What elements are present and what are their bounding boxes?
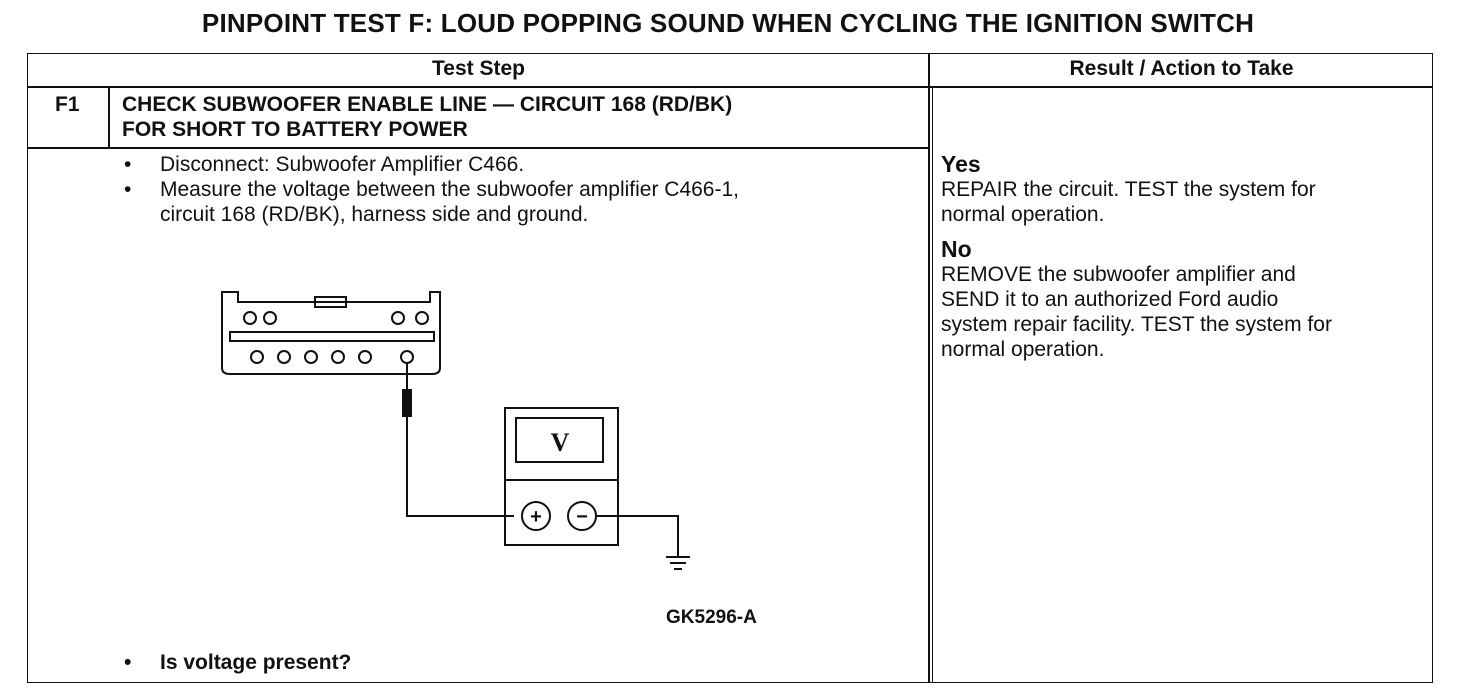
minus-icon: −	[576, 506, 588, 528]
bullet-icon: •	[124, 178, 132, 201]
question-text: Is voltage present?	[160, 651, 352, 674]
column-divider-inner	[932, 88, 933, 683]
header-result-action: Result / Action to Take	[1069, 57, 1294, 80]
result-yes-line: normal operation.	[941, 203, 1105, 226]
instruction-line: Disconnect: Subwoofer Amplifier C466.	[160, 153, 525, 176]
bullet-icon: •	[124, 153, 132, 176]
step-question: • Is voltage present?	[118, 651, 351, 675]
result-yes-line: REPAIR the circuit. TEST the system for	[941, 178, 1316, 201]
step-title-line: FOR SHORT TO BATTERY POWER	[122, 118, 468, 141]
voltmeter	[504, 407, 619, 546]
page-title: PINPOINT TEST F: LOUD POPPING SOUND WHEN…	[201, 8, 1255, 38]
wiring-diagram: V + −	[221, 291, 690, 570]
result-no-label: No	[941, 236, 972, 262]
column-divider	[928, 53, 930, 683]
meter-symbol: V	[551, 428, 570, 457]
result-yes-label: Yes	[941, 151, 981, 177]
instruction-line: Measure the voltage between the subwoofe…	[160, 178, 739, 201]
bullet-icon: •	[124, 651, 132, 674]
result-no-line: system repair facility. TEST the system …	[941, 313, 1332, 336]
header-test-step: Test Step	[432, 57, 525, 80]
ground-icon	[596, 515, 690, 570]
probe-lead	[402, 363, 514, 517]
result-no-line: SEND it to an authorized Ford audio	[941, 288, 1279, 311]
figure-id: GK5296-A	[666, 607, 757, 628]
instruction-line: circuit 168 (RD/BK), harness side and gr…	[160, 203, 589, 226]
step-id: F1	[55, 93, 80, 116]
step-id-divider	[108, 86, 110, 147]
step-title: CHECK SUBWOOFER ENABLE LINE — CIRCUIT 16…	[122, 92, 732, 142]
result-yes: Yes REPAIR the circuit. TEST the system …	[941, 152, 1426, 227]
test-table	[27, 53, 1433, 683]
step-title-line: CHECK SUBWOOFER ENABLE LINE — CIRCUIT 16…	[122, 93, 733, 116]
plus-icon: +	[530, 506, 542, 528]
instruction-item: • Disconnect: Subwoofer Amplifier C466.	[118, 152, 908, 177]
instruction-item: • Measure the voltage between the subwoo…	[118, 177, 908, 227]
result-no: No REMOVE the subwoofer amplifier and SE…	[941, 237, 1426, 362]
instruction-list: • Disconnect: Subwoofer Amplifier C466. …	[118, 152, 908, 227]
header-divider	[27, 86, 1433, 88]
connector-c466	[221, 291, 441, 375]
step-title-divider	[27, 147, 930, 149]
result-no-line: REMOVE the subwoofer amplifier and	[941, 263, 1296, 286]
result-no-line: normal operation.	[941, 338, 1105, 361]
